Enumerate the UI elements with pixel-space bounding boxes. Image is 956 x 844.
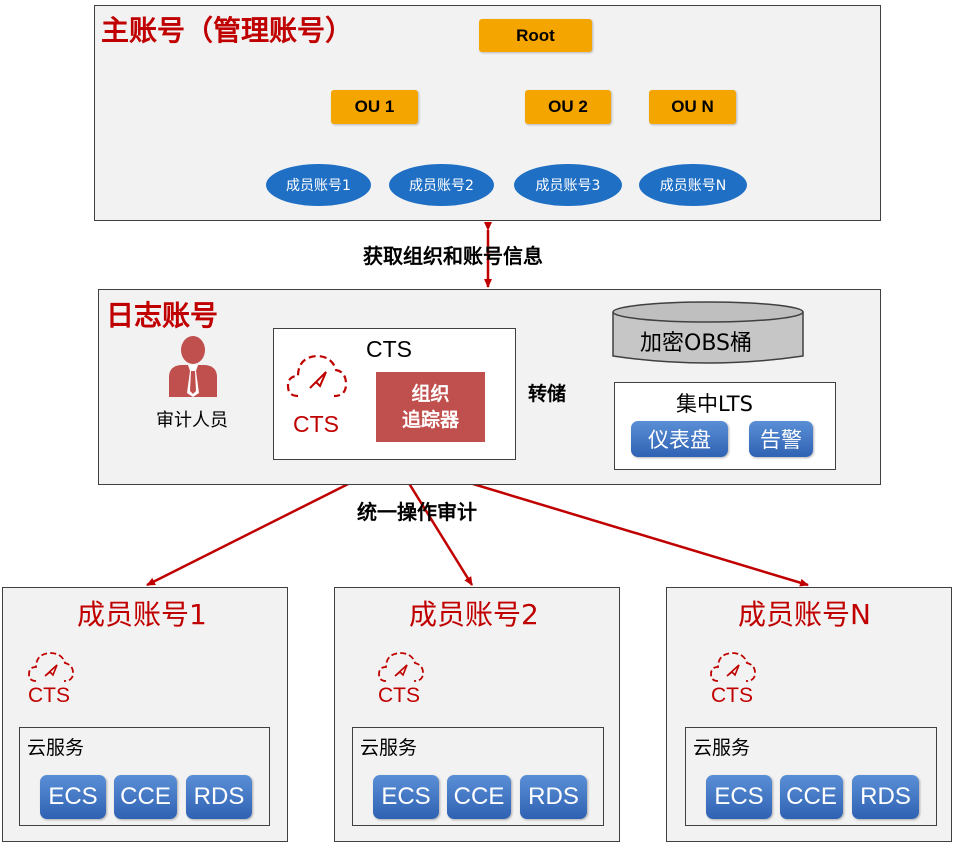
member-account-1-title: 成员账号1: [77, 598, 207, 631]
member-node-1: 成员账号1: [266, 164, 371, 206]
member-1-cloud-title: 云服务: [27, 737, 85, 759]
member-node-3: 成员账号3: [514, 164, 622, 206]
organization-tracker: 组织 追踪器: [376, 372, 485, 442]
member-n-cts-icon: [710, 652, 756, 682]
log-account-title: 日志账号: [106, 299, 219, 332]
auditor-label: 审计人员: [156, 410, 228, 431]
member-1-cce: CCE: [114, 775, 177, 819]
dump-label: 转储: [528, 383, 567, 405]
ou-node-1: OU 1: [331, 90, 418, 124]
lts-title: 集中LTS: [676, 392, 753, 416]
member-2-ecs: ECS: [373, 775, 439, 819]
member-node-2: 成员账号2: [389, 164, 494, 206]
member-1-cts-icon: [28, 652, 74, 682]
ou-node-n: OU N: [649, 90, 736, 124]
obs-bucket-label: 加密OBS桶: [640, 331, 752, 356]
cts-icon-label: CTS: [293, 411, 339, 437]
member-n-rds: RDS: [852, 775, 919, 819]
member-node-n: 成员账号N: [639, 164, 747, 206]
member-2-cloud-title: 云服务: [360, 737, 418, 759]
obs-bucket-icon: [612, 301, 804, 364]
sync-label: 获取组织和账号信息: [363, 244, 543, 268]
member-n-cloud-title: 云服务: [693, 737, 751, 759]
audit-label: 统一操作审计: [357, 500, 477, 524]
alarm-button: 告警: [749, 421, 813, 457]
member-1-ecs: ECS: [40, 775, 106, 819]
cts-box-title: CTS: [366, 336, 412, 362]
master-account-title: 主账号（管理账号）: [101, 14, 354, 47]
ou-node-2: OU 2: [525, 90, 611, 124]
cts-cloud-icon: [286, 354, 348, 398]
auditor-person-icon: [169, 336, 217, 397]
member-2-cts-label: CTS: [378, 684, 420, 707]
member-1-cts-label: CTS: [28, 684, 70, 707]
member-2-rds: RDS: [520, 775, 587, 819]
member-n-ecs: ECS: [706, 775, 772, 819]
member-1-rds: RDS: [186, 775, 252, 819]
member-2-cts-icon: [378, 652, 424, 682]
member-n-cce: CCE: [780, 775, 843, 819]
member-2-cce: CCE: [447, 775, 511, 819]
member-n-cts-label: CTS: [711, 684, 753, 707]
member-account-2-title: 成员账号2: [409, 598, 539, 631]
root-node: Root: [479, 19, 592, 52]
dashboard-button: 仪表盘: [631, 421, 728, 457]
member-account-n-title: 成员账号N: [738, 598, 871, 631]
